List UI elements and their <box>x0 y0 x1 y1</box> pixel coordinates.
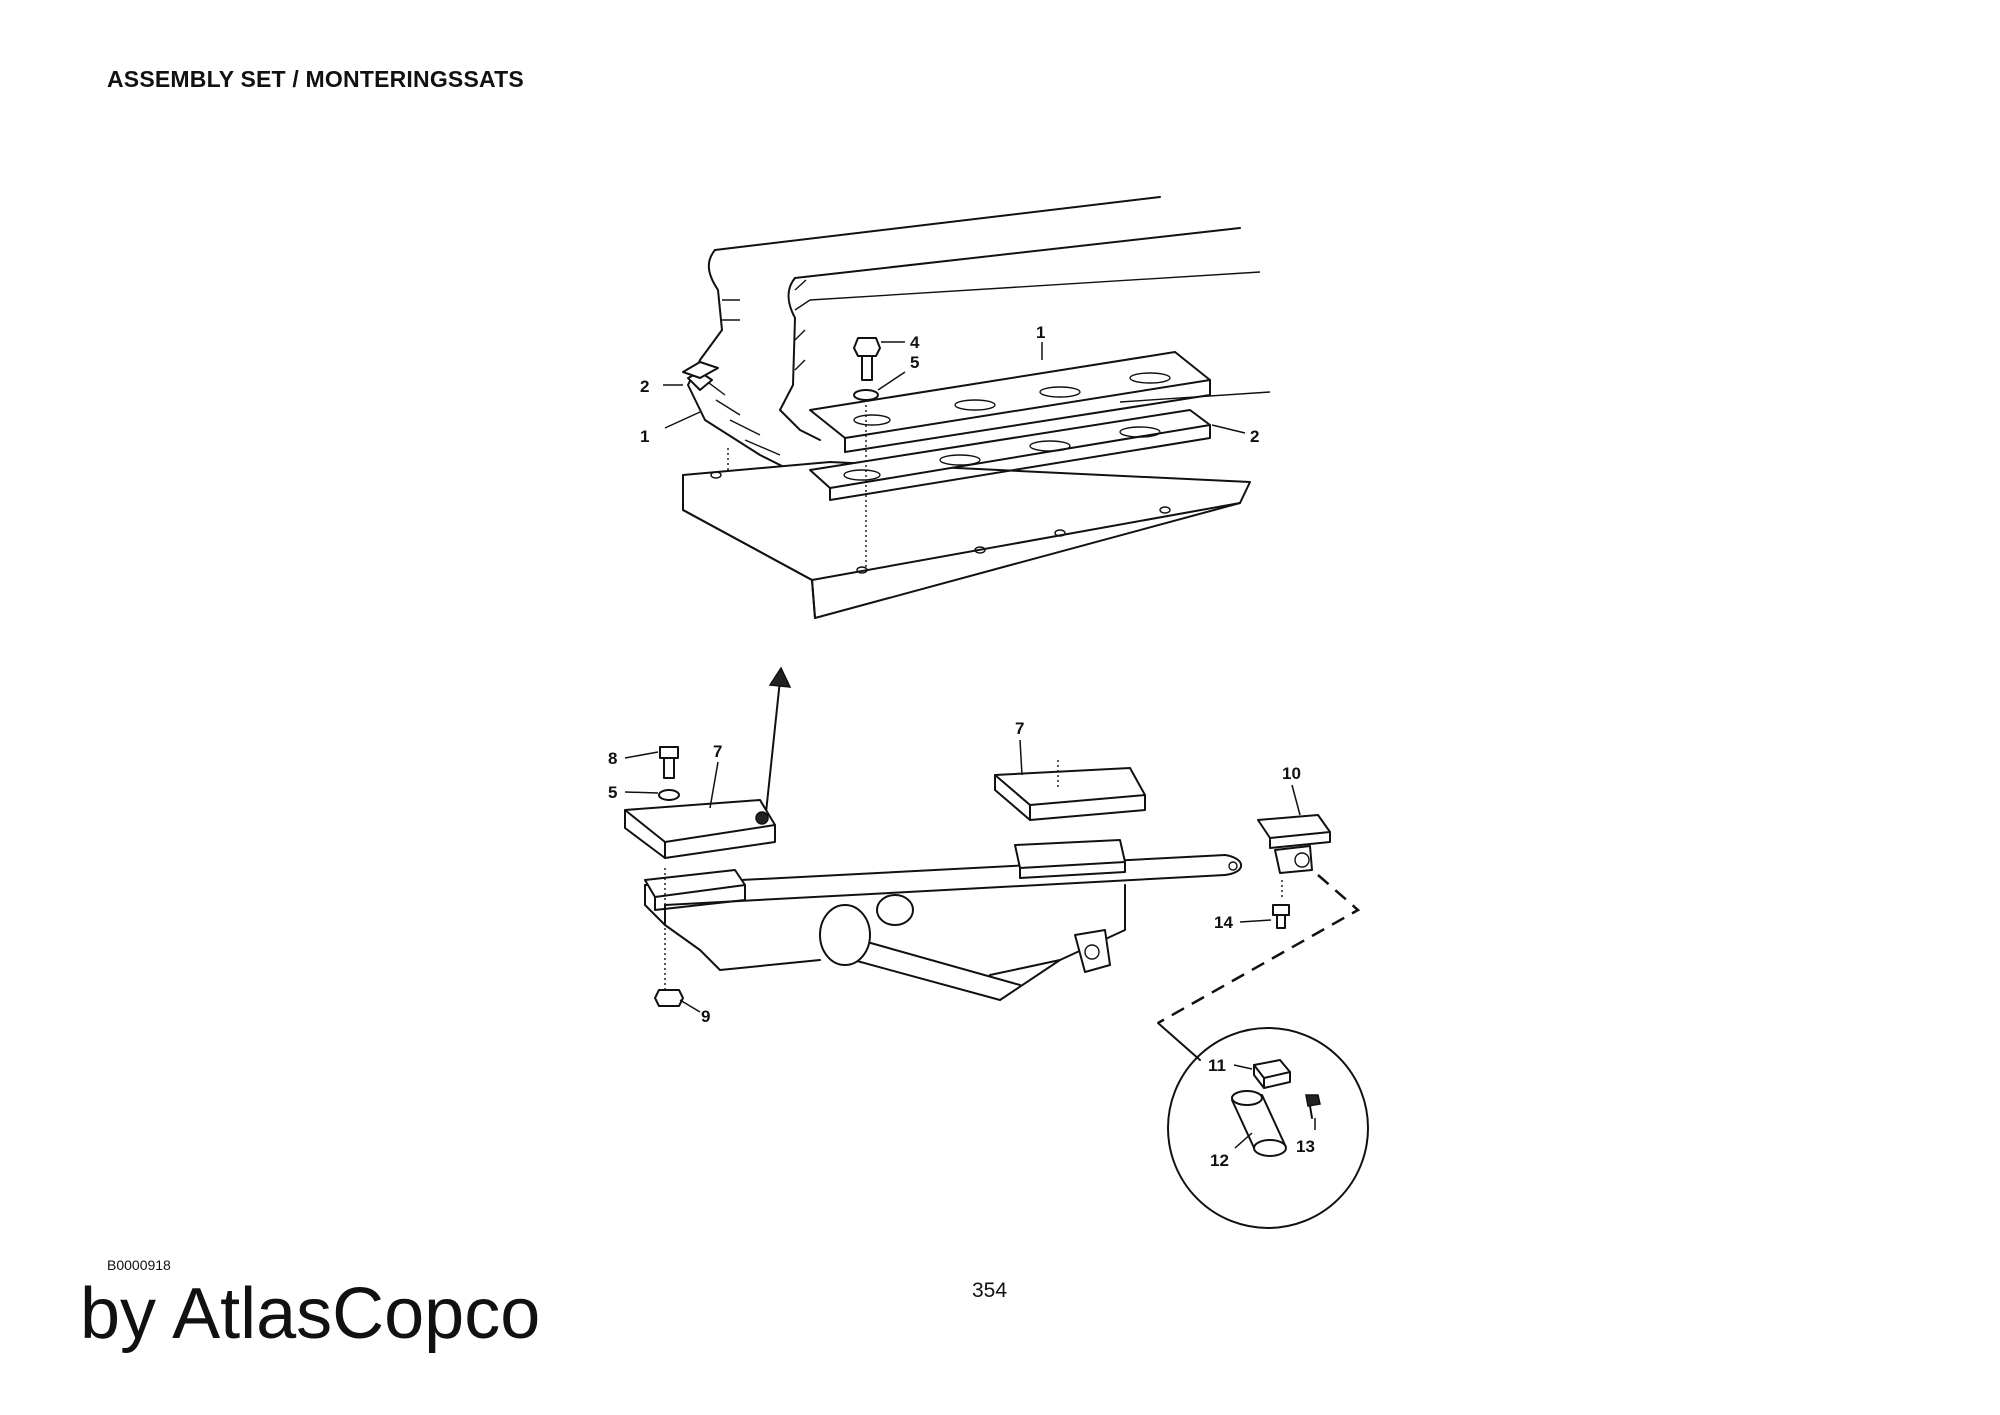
callout-14: 14 <box>1214 913 1233 932</box>
washer-5 <box>853 389 879 401</box>
callout-4: 4 <box>910 333 920 352</box>
callouts: 1 2 2 1 4 5 8 5 7 7 9 10 14 11 12 13 <box>608 323 1316 1170</box>
bolt-4-head <box>853 337 881 357</box>
brand-watermark: by AtlasCopco <box>80 1274 541 1354</box>
callout-10: 10 <box>1282 764 1301 783</box>
detail-view <box>1157 1022 1369 1229</box>
pad-left-7 <box>624 799 776 990</box>
page-number: 354 <box>972 1279 1008 1302</box>
callout-11: 11 <box>1208 1056 1226 1075</box>
callout-13: 13 <box>1296 1137 1315 1156</box>
page-title: ASSEMBLY SET / MONTERINGSSATS <box>107 66 524 92</box>
frame-assembly <box>644 839 1243 1001</box>
callout-8: 8 <box>608 749 617 768</box>
callout-2-left: 2 <box>640 377 649 396</box>
callout-9: 9 <box>701 1007 710 1026</box>
detail-leader-dashed <box>1157 874 1361 1025</box>
rail-beam-assembly <box>682 196 1271 619</box>
callout-12: 12 <box>1210 1151 1229 1170</box>
callout-5-top: 5 <box>910 353 919 372</box>
callout-5-bottom: 5 <box>608 783 617 802</box>
bracket-10 <box>1257 814 1331 929</box>
fasteners-left <box>654 746 684 1007</box>
callout-7-mid: 7 <box>1015 719 1024 738</box>
callout-7-left: 7 <box>713 742 722 761</box>
pad-mid-7 <box>994 760 1146 821</box>
callout-1-left: 1 <box>640 427 649 446</box>
pointer-arrow <box>764 666 792 823</box>
document-code: B0000918 <box>107 1257 171 1273</box>
callout-2-lower: 2 <box>1250 427 1259 446</box>
callout-1-upper: 1 <box>1036 323 1045 342</box>
